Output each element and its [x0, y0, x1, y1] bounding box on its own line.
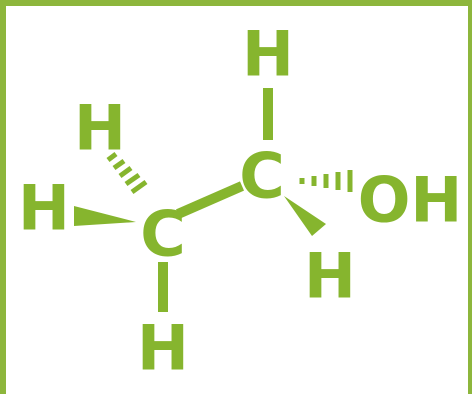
hashed-bond-c1-h-top	[106, 152, 148, 195]
atom-h-top-right: H	[242, 18, 294, 91]
atom-h-bottom-left: H	[137, 312, 189, 385]
atom-oh: OH	[358, 164, 463, 237]
atom-c-left: C	[140, 198, 186, 271]
bond-c1-c2	[175, 181, 245, 219]
hashed-bond-c2-oh	[299, 170, 353, 192]
atom-h-top-left: H	[74, 92, 126, 165]
atom-c-right: C	[239, 140, 285, 213]
atom-h-left: H	[18, 172, 70, 245]
wedge-bond-c1-h-left	[74, 206, 136, 226]
atom-h-bottom-right: H	[304, 240, 356, 313]
wedge-bond-c2-h-bottom	[284, 196, 326, 236]
